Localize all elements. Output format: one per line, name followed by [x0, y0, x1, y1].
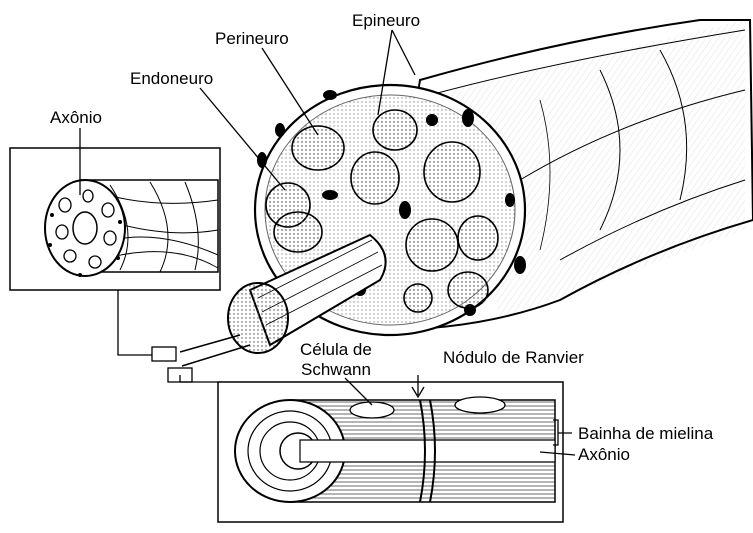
label-celula-schwann-2: Schwann: [301, 361, 371, 378]
leader-perineuro: [262, 48, 318, 135]
myelin-inset: [218, 382, 563, 522]
label-axonio-bottom: Axônio: [578, 446, 630, 463]
leader-epineuro-2: [392, 30, 415, 75]
label-axonio-top: Axônio: [50, 109, 102, 126]
label-bainha-mielina: Bainha de mielina: [578, 425, 713, 442]
label-perineuro: Perineuro: [215, 30, 289, 47]
label-celula-schwann-1: Célula de: [300, 341, 372, 358]
connector-lines: [118, 290, 218, 382]
label-nodulo-ranvier: Nódulo de Ranvier: [443, 349, 584, 366]
label-endoneuro: Endoneuro: [130, 70, 213, 87]
label-epineuro: Epineuro: [352, 12, 420, 29]
fascicle-inset: [10, 148, 220, 290]
